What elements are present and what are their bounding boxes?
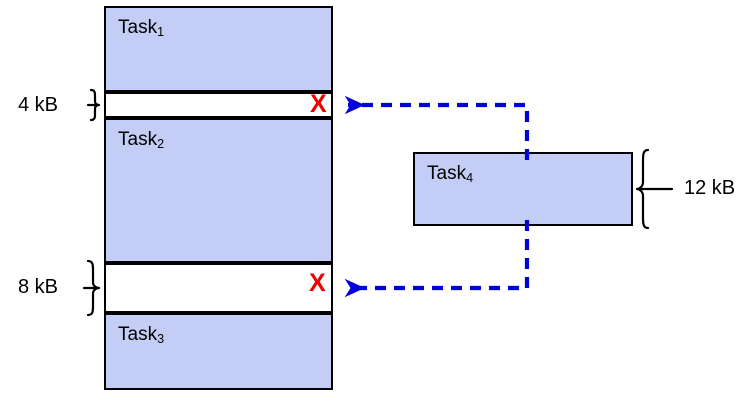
task2-label-subscript: 2 — [157, 137, 165, 152]
memory-block-task1 — [104, 6, 333, 92]
memory-hole-8kb — [104, 263, 333, 313]
task4-label-text: Task — [427, 163, 467, 184]
memory-block-task3 — [104, 313, 333, 390]
memory-block-task2 — [104, 118, 333, 263]
arrow-to-8kb-hole — [344, 220, 530, 298]
incoming-task4-box — [413, 152, 633, 226]
task1-label-text: Task — [118, 17, 158, 38]
size-label-8kb: 8 kB — [18, 276, 59, 298]
size-label-12kb: 12 kB — [684, 177, 736, 199]
task2-label: Task2 — [118, 129, 165, 152]
brace-12kb — [635, 148, 674, 230]
task4-label: Task4 — [427, 163, 474, 186]
task3-label: Task3 — [118, 324, 165, 347]
arrow-to-4kb-hole — [344, 95, 530, 160]
task1-label: Task1 — [118, 17, 165, 40]
task3-label-subscript: 3 — [157, 332, 165, 347]
reject-x-mark-4kb: X — [310, 90, 327, 118]
brace-4kb — [86, 88, 101, 122]
size-label-4kb: 4 kB — [18, 94, 59, 116]
task3-label-text: Task — [118, 324, 158, 345]
memory-hole-4kb — [104, 92, 333, 118]
task4-label-subscript: 4 — [466, 171, 474, 186]
brace-8kb — [82, 259, 101, 317]
reject-x-mark-8kb: X — [309, 269, 326, 297]
task1-label-subscript: 1 — [157, 25, 165, 40]
task2-label-text: Task — [118, 129, 158, 150]
